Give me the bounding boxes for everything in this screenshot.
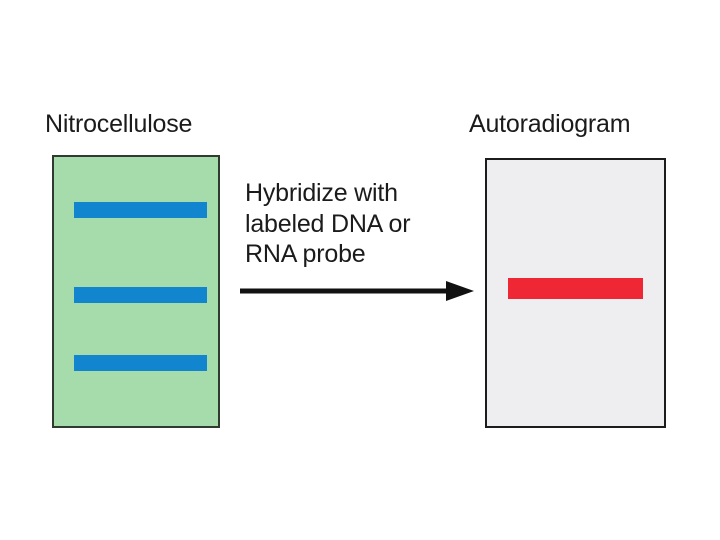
blue-band-bottom: [74, 355, 207, 371]
red-band-middle: [508, 278, 643, 299]
process-text: Hybridize with labeled DNA or RNA probe: [245, 178, 460, 270]
autoradiogram-panel: [485, 158, 666, 428]
blue-band-middle: [74, 287, 207, 303]
process-text-line-3: RNA probe: [245, 240, 366, 268]
process-text-line-1: Hybridize with: [245, 179, 398, 207]
process-arrow-icon: [240, 281, 474, 301]
process-text-line-2: labeled DNA or: [245, 209, 411, 238]
blue-band-top: [74, 202, 207, 218]
nitrocellulose-label: Nitrocellulose: [45, 110, 193, 138]
nitrocellulose-panel: [52, 155, 220, 428]
autoradiogram-label: Autoradiogram: [469, 110, 631, 138]
